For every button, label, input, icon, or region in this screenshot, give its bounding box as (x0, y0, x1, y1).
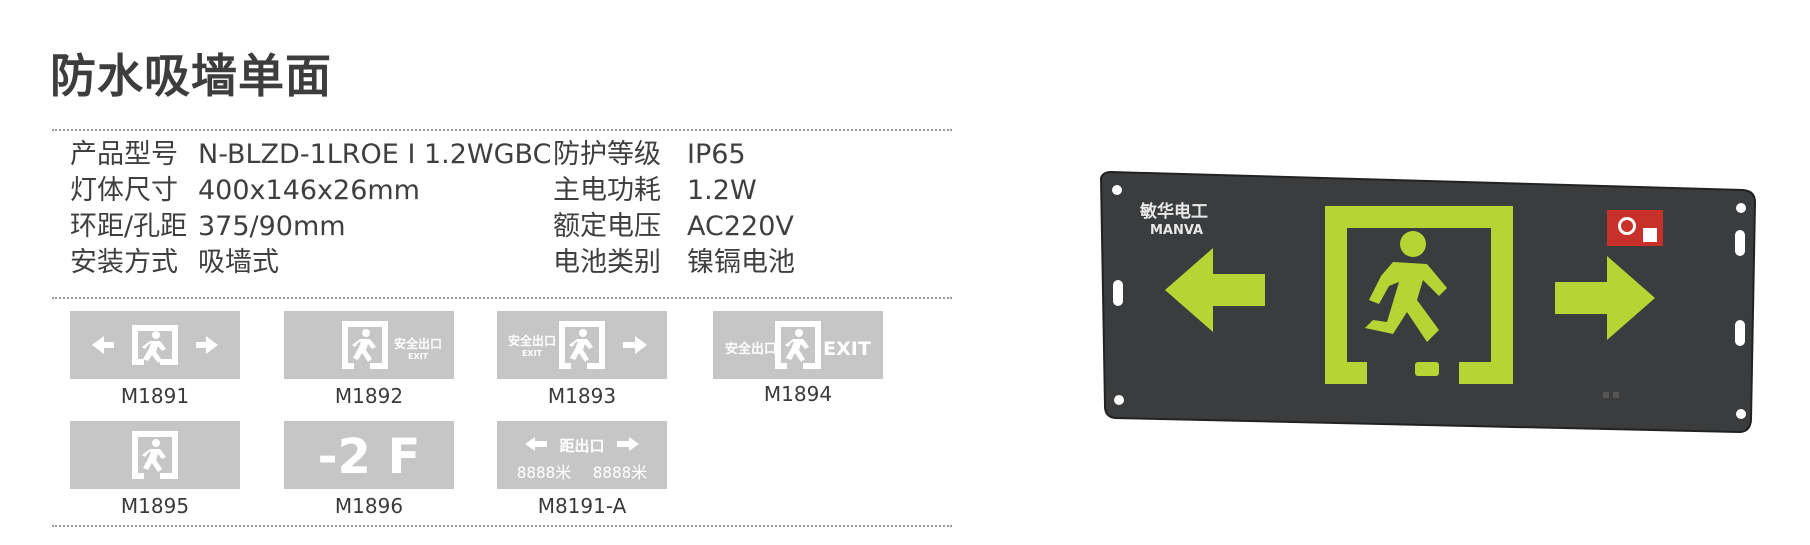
exit-sign-text-left-arrow-right-icon: 安全出口 EXIT (508, 321, 647, 369)
spec-value: 1.2W (687, 175, 757, 206)
digit-display-left: 8888米 (517, 463, 572, 482)
variant-card-m1891[interactable] (70, 311, 240, 379)
variant-text-cn: 距出口 (559, 437, 604, 455)
spec-size: 灯体尺寸 400x146x26mm (70, 173, 420, 209)
variant-caption: M1896 (334, 494, 404, 518)
variant-text-en: EXIT (823, 338, 871, 360)
divider-bottom (52, 525, 952, 527)
variant-caption: M1893 (547, 384, 617, 408)
spec-value: 镍镉电池 (687, 247, 795, 278)
spec-value: 400x146x26mm (198, 175, 420, 206)
spec-label: 额定电压 (553, 211, 661, 242)
exit-sign-man-only-icon (132, 431, 178, 479)
variant-card-m1893[interactable]: 安全出口 EXIT (497, 311, 667, 379)
spec-power: 主电功耗 1.2W (553, 173, 757, 209)
spec-value: 吸墙式 (198, 247, 279, 278)
brand-cn: 敏华电工 (1139, 201, 1208, 222)
exit-sign-exit-right-icon: 安全出口 EXIT (725, 321, 871, 369)
spec-value: IP65 (687, 139, 746, 170)
variant-card-m1894[interactable]: 安全出口 EXIT (713, 311, 883, 379)
divider-mid (52, 297, 952, 299)
variant-card-m1896[interactable]: -2 F (284, 421, 454, 489)
variant-text-cn: 安全出口 (508, 333, 556, 348)
spec-spacing: 环距/孔距 375/90mm (70, 209, 346, 245)
distance-sign-icon: 距出口 8888米 8888米 (517, 437, 648, 482)
exit-light-product-icon: 敏华电工 MANVA (1099, 170, 1757, 434)
variant-caption: M1894 (763, 382, 833, 406)
variant-caption: M1892 (334, 384, 404, 408)
variant-caption: M1891 (120, 384, 190, 408)
spec-label: 灯体尺寸 (70, 175, 178, 206)
spec-battery: 电池类别镍镉电池 (553, 245, 795, 281)
variant-card-m1892[interactable]: 安全出口 EXIT (284, 311, 454, 379)
spec-value: 375/90mm (198, 211, 346, 242)
spec-mounting: 安装方式吸墙式 (70, 245, 279, 281)
spec-label: 主电功耗 (553, 175, 661, 206)
variant-caption: M1895 (120, 494, 190, 518)
spec-voltage: 额定电压 AC220V (553, 209, 794, 245)
spec-label: 电池类别 (553, 247, 661, 278)
spec-label: 环距/孔距 (70, 211, 188, 242)
exit-sign-arrows-both-icon (92, 325, 218, 365)
variant-caption: M8191-A (537, 494, 627, 518)
product-image: 敏华电工 MANVA (1095, 170, 1765, 450)
spec-label: 防护等级 (553, 139, 661, 170)
spec-protection: 防护等级 IP65 (553, 137, 746, 173)
page-title: 防水吸墙单面 (50, 49, 332, 103)
variant-card-m1895[interactable] (70, 421, 240, 489)
variant-text-en: EXIT (522, 349, 543, 358)
variant-text-cn: 安全出口 (394, 336, 442, 351)
variant-text-en: EXIT (408, 352, 429, 361)
divider-top (52, 129, 952, 131)
variant-card-m8191a[interactable]: 距出口 8888米 8888米 (497, 421, 667, 489)
spec-value: AC220V (687, 211, 794, 242)
spec-label: 安装方式 (70, 247, 178, 278)
spec-model: 产品型号 N-BLZD-1LROE Ⅰ 1.2WGBC (70, 137, 551, 173)
floor-text: -2 F (318, 429, 421, 485)
variant-text-cn: 安全出口 (725, 341, 777, 357)
floor-sign-icon: -2 F (318, 429, 421, 485)
exit-sign-text-right-icon: 安全出口 EXIT (342, 321, 442, 369)
brand-en: MANVA (1150, 223, 1203, 238)
spec-value: N-BLZD-1LROE Ⅰ 1.2WGBC (198, 139, 552, 170)
spec-label: 产品型号 (70, 139, 178, 170)
digit-display-right: 8888米 (593, 463, 648, 482)
